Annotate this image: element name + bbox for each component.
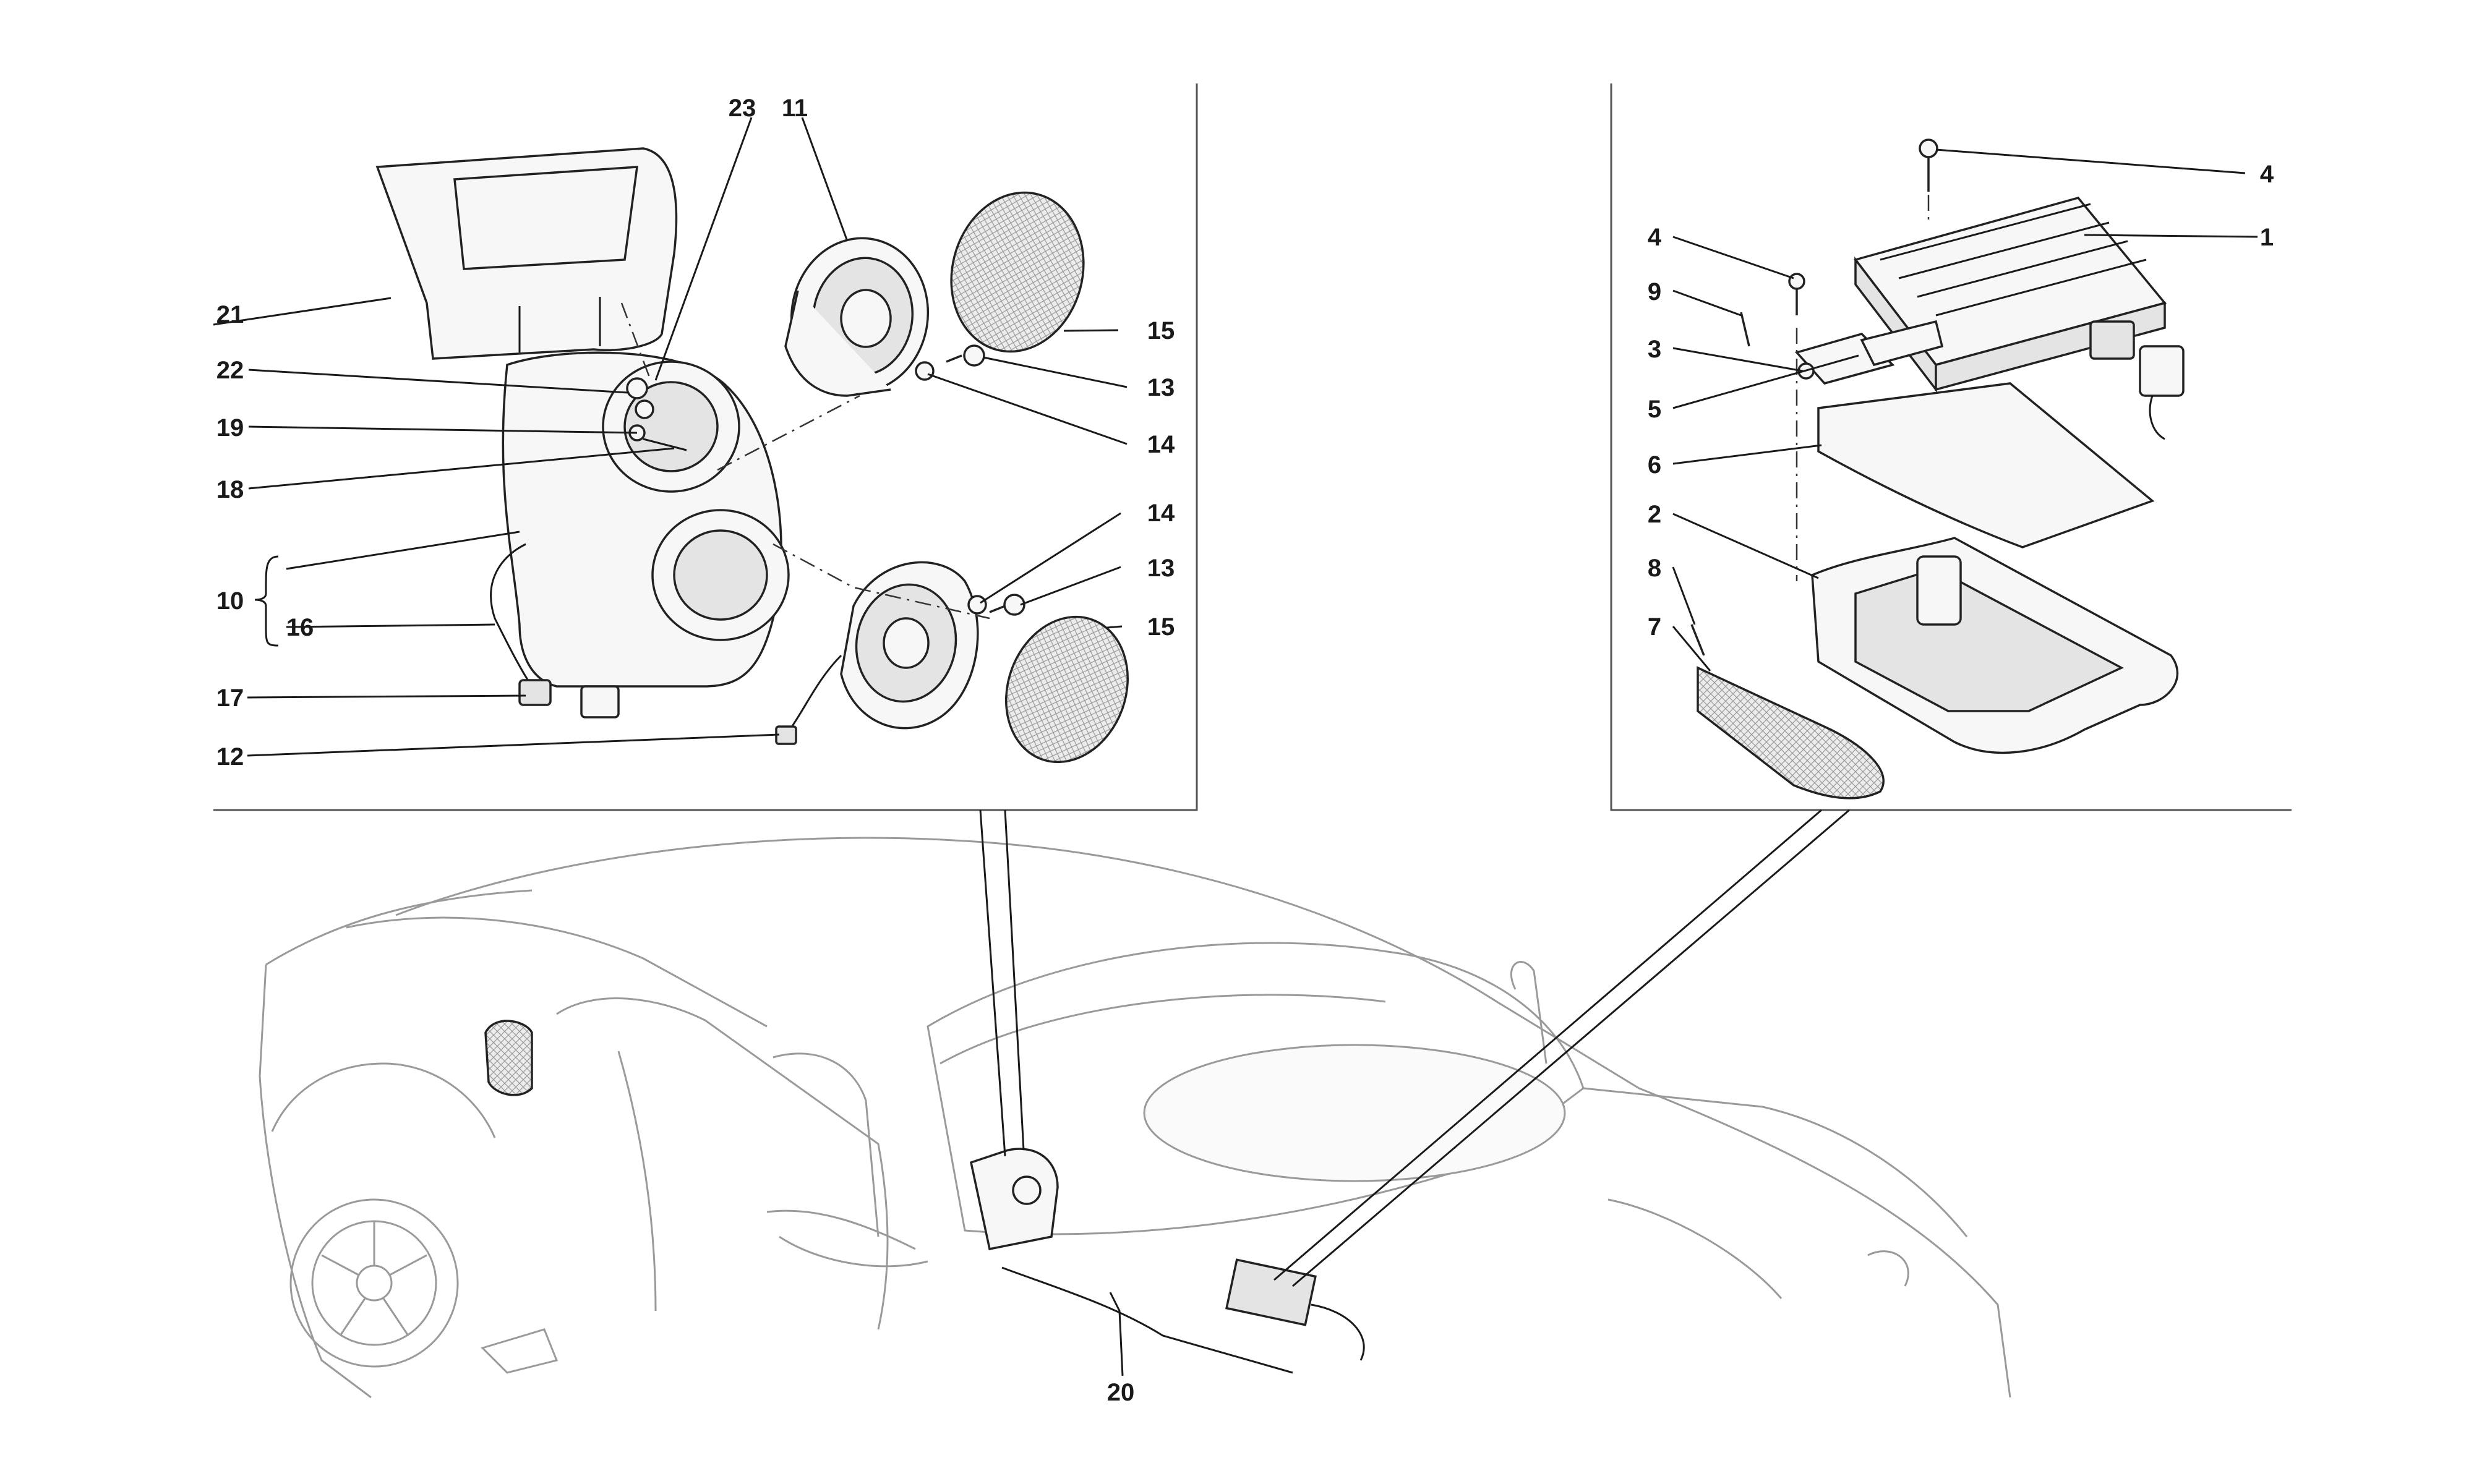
callout-23: 23 xyxy=(729,95,756,122)
callout-14b: 14 xyxy=(1147,500,1175,527)
callout-2: 2 xyxy=(1648,501,1661,528)
callout-12: 12 xyxy=(216,743,244,770)
callout-4-top: 4 xyxy=(2260,161,2274,188)
callout-18: 18 xyxy=(216,476,244,503)
callout-6: 6 xyxy=(1648,451,1661,479)
harness-16-17 xyxy=(490,543,620,719)
callout-13a: 13 xyxy=(1147,374,1175,401)
bracket-3-5 xyxy=(1794,320,1944,385)
callout-15a: 15 xyxy=(1147,317,1175,344)
speaker-11 xyxy=(784,237,930,397)
callout-10: 10 xyxy=(216,587,244,615)
cover-7 xyxy=(1697,666,1885,800)
callout-17: 17 xyxy=(216,684,244,712)
callout-1: 1 xyxy=(2260,224,2274,251)
callout-16: 16 xyxy=(286,614,314,641)
callout-19: 19 xyxy=(216,414,244,441)
assembly-axes xyxy=(620,302,990,620)
callout-22: 22 xyxy=(216,357,244,384)
callout-9: 9 xyxy=(1648,278,1661,305)
left-detail-frame xyxy=(213,83,1198,811)
screws-4-8-9 xyxy=(1690,139,1938,656)
tweeter-pod-10 xyxy=(502,351,790,688)
callout-11: 11 xyxy=(782,95,808,122)
callout-5: 5 xyxy=(1648,396,1661,423)
trim-cover-21 xyxy=(213,147,678,360)
callout-13b: 13 xyxy=(1147,555,1175,582)
grille-15-lower xyxy=(1004,615,1129,764)
speaker-12 xyxy=(775,561,979,745)
callout-20: 20 xyxy=(1107,1379,1135,1406)
detail-link-lines xyxy=(979,809,1850,1287)
car-outline xyxy=(259,837,2011,1399)
insulator-6 xyxy=(1817,382,2155,548)
screws-13-washers-14 xyxy=(915,344,1025,616)
callout-15b: 15 xyxy=(1147,613,1175,641)
callout-21: 21 xyxy=(216,301,244,328)
callout-3: 3 xyxy=(1648,336,1661,363)
grille-15-upper xyxy=(950,191,1085,353)
brace-group-10 xyxy=(254,555,279,647)
callout-7: 7 xyxy=(1648,613,1661,641)
callout-labels: 23 11 21 22 19 18 10 16 17 12 15 13 14 1… xyxy=(216,95,2274,1406)
callout-8: 8 xyxy=(1648,555,1661,582)
housing-2 xyxy=(1811,537,2179,754)
leader-lines xyxy=(247,117,2258,1376)
callout-4: 4 xyxy=(1648,224,1662,251)
callout-14a: 14 xyxy=(1147,431,1175,458)
right-detail-frame xyxy=(1610,83,2292,811)
